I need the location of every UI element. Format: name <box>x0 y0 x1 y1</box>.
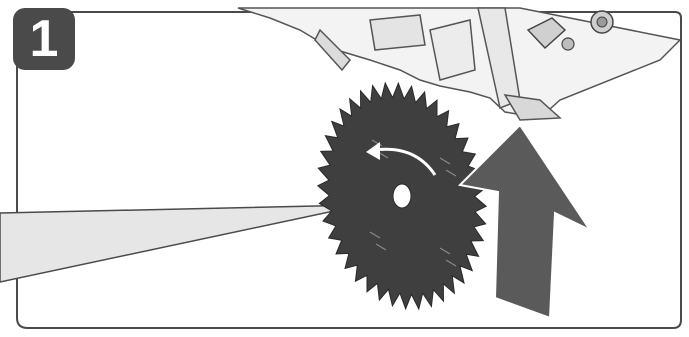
saw-knob-icon <box>591 11 613 33</box>
blade-arbor-hole <box>393 184 411 208</box>
step-number: 1 <box>30 13 59 65</box>
saw-blade <box>298 67 507 325</box>
saw-body <box>238 8 680 120</box>
step-number-badge: 1 <box>13 8 75 70</box>
callout-beam <box>0 205 362 282</box>
